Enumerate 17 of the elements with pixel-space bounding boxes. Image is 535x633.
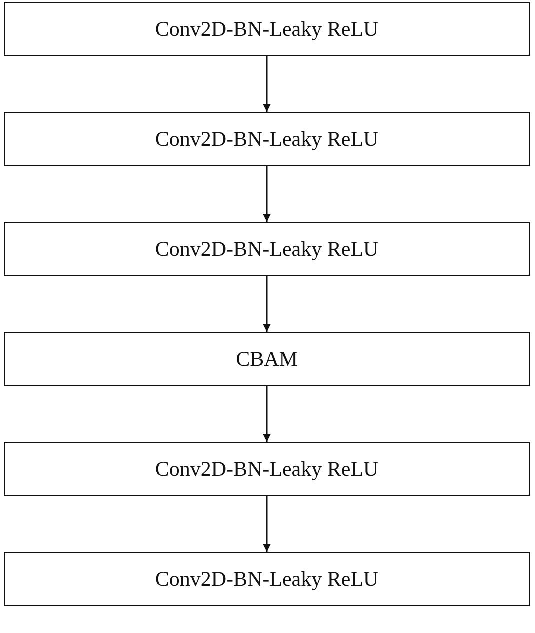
process-box xyxy=(4,2,530,56)
process-box xyxy=(4,222,530,276)
layer-label: CBAM xyxy=(236,346,298,372)
arrow xyxy=(263,496,271,552)
layer-label: Conv2D-BN-Leaky ReLU xyxy=(155,236,379,262)
process-box xyxy=(4,112,530,166)
process-box xyxy=(4,332,530,386)
arrow xyxy=(263,166,271,222)
arrow xyxy=(263,56,271,112)
layer-label: Conv2D-BN-Leaky ReLU xyxy=(155,16,379,42)
layer-label: Conv2D-BN-Leaky ReLU xyxy=(155,456,379,482)
process-box xyxy=(4,552,530,606)
arrow xyxy=(263,386,271,442)
arrow xyxy=(263,276,271,332)
layer-label: Conv2D-BN-Leaky ReLU xyxy=(155,566,379,592)
layer-label: Conv2D-BN-Leaky ReLU xyxy=(155,126,379,152)
process-box xyxy=(4,442,530,496)
